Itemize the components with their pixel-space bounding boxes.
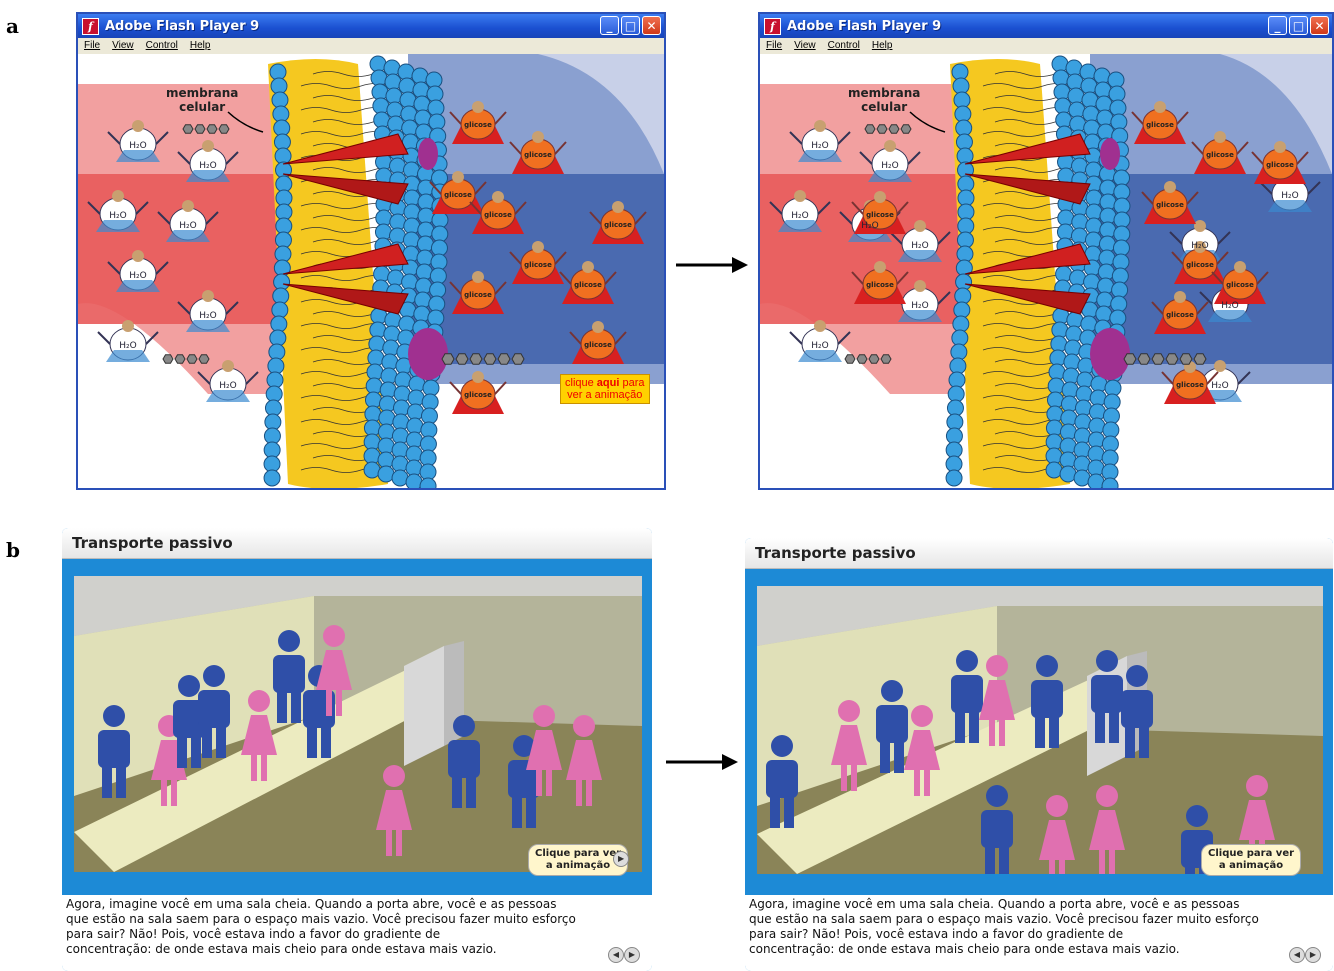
flash-window-after: f Adobe Flash Player 9 _ □ ✕ File View C… bbox=[758, 12, 1334, 490]
menu-file[interactable]: File bbox=[766, 40, 783, 51]
play-icon: ▶ bbox=[613, 851, 630, 867]
water-label: H₂O bbox=[219, 381, 236, 391]
menu-help[interactable]: Help bbox=[189, 40, 211, 51]
panel-title: Transporte passivo bbox=[755, 544, 916, 562]
water-label: H₂O bbox=[811, 141, 828, 151]
water-label: H₂O bbox=[119, 341, 136, 351]
arrow-icon bbox=[666, 754, 738, 770]
glucose-label: glicose bbox=[1266, 161, 1294, 169]
water-label: H₂O bbox=[791, 211, 808, 221]
menu-view[interactable]: View bbox=[794, 40, 816, 51]
flash-logo-icon: f bbox=[82, 17, 99, 35]
glucose-label: glicose bbox=[1176, 381, 1204, 389]
water-label: H₂O bbox=[1211, 381, 1228, 391]
explanation-text: Agora, imagine você em uma sala cheia. Q… bbox=[62, 895, 652, 971]
room-scene bbox=[757, 586, 1323, 898]
glucose-label: glicose bbox=[866, 211, 894, 219]
glucose-label: glicose bbox=[1156, 201, 1184, 209]
water-label: H₂O bbox=[129, 141, 146, 151]
panel-label-b: b bbox=[6, 538, 20, 562]
glucose-label: glicose bbox=[584, 341, 612, 349]
flash-window-before: f Adobe Flash Player 9 _ □ ✕ File View C… bbox=[76, 12, 666, 490]
menu-control[interactable]: Control bbox=[145, 40, 178, 51]
glucose-label: glicose bbox=[464, 391, 492, 399]
glucose-label: glicose bbox=[444, 191, 472, 199]
glucose-label: glicose bbox=[524, 261, 552, 269]
maximize-button[interactable]: □ bbox=[621, 16, 640, 35]
glucose-label: glicose bbox=[574, 281, 602, 289]
panel-label-a: a bbox=[6, 14, 19, 38]
glucose-label: glicose bbox=[1166, 311, 1194, 319]
water-label: H₂O bbox=[129, 271, 146, 281]
glucose-label: glicose bbox=[524, 151, 552, 159]
minimize-button[interactable]: _ bbox=[600, 16, 619, 35]
playback-controls: ◀ ▶ bbox=[608, 947, 640, 963]
menu-bar: File View Control Help bbox=[760, 38, 1332, 54]
title-bar: f Adobe Flash Player 9 _ □ ✕ bbox=[78, 14, 664, 38]
glucose-label: glicose bbox=[1226, 281, 1254, 289]
glucose-label: glicose bbox=[464, 121, 492, 129]
glucose-label: glicose bbox=[1206, 151, 1234, 159]
flash-stage: H₂O H₂O H₂O H₂O H₂O H₂O H₂O H₂O glicose glicose gl… bbox=[78, 54, 664, 488]
water-label: H₂O bbox=[199, 161, 216, 171]
glucose-label: glicose bbox=[484, 211, 512, 219]
water-label: H₂O bbox=[811, 341, 828, 351]
panel-header: Transporte passivo bbox=[745, 538, 1333, 569]
membrane-scene: H₂O H₂O H₂O H₂O H₂O H₂O H₂O H₂O glicose glicose gl… bbox=[78, 54, 664, 488]
rewind-icon[interactable]: ◀ bbox=[608, 947, 624, 963]
water-label: H₂O bbox=[911, 301, 928, 311]
menu-bar: File View Control Help bbox=[78, 38, 664, 54]
explanation-text: Agora, imagine você em uma sala cheia. Q… bbox=[745, 895, 1333, 971]
room-scene bbox=[74, 576, 642, 872]
menu-control[interactable]: Control bbox=[827, 40, 860, 51]
minimize-button[interactable]: _ bbox=[1268, 16, 1287, 35]
window-title: Adobe Flash Player 9 bbox=[105, 18, 260, 34]
membrane-scene: H₂O H₂O H₂O H₂O H₂O H₂O H₂O H₂O H₂O H₂O H₂O glicose… bbox=[760, 54, 1332, 488]
menu-view[interactable]: View bbox=[112, 40, 134, 51]
water-label: H₂O bbox=[1191, 241, 1208, 251]
menu-file[interactable]: File bbox=[84, 40, 101, 51]
menu-help[interactable]: Help bbox=[871, 40, 893, 51]
arrow-icon bbox=[676, 257, 748, 273]
flash-logo-icon: f bbox=[764, 17, 781, 35]
glucose-label: glicose bbox=[464, 291, 492, 299]
play-icon[interactable]: ▶ bbox=[1305, 947, 1321, 963]
panel-title: Transporte passivo bbox=[72, 534, 233, 552]
water-label: H₂O bbox=[109, 211, 126, 221]
water-label: H₂O bbox=[881, 161, 898, 171]
playback-controls: ◀ ▶ bbox=[1289, 947, 1321, 963]
glucose-label: glicose bbox=[604, 221, 632, 229]
glucose-label: glicose bbox=[866, 281, 894, 289]
water-label: H₂O bbox=[1221, 301, 1238, 311]
water-label: H₂O bbox=[199, 311, 216, 321]
flash-stage: H₂O H₂O H₂O H₂O H₂O H₂O H₂O H₂O H₂O H₂O H₂O glicose… bbox=[760, 54, 1332, 488]
maximize-button[interactable]: □ bbox=[1289, 16, 1308, 35]
title-bar: f Adobe Flash Player 9 _ □ ✕ bbox=[760, 14, 1332, 38]
close-button[interactable]: ✕ bbox=[642, 16, 661, 35]
window-title: Adobe Flash Player 9 bbox=[787, 18, 942, 34]
water-label: H₂O bbox=[1281, 191, 1298, 201]
glucose-label: glicose bbox=[1186, 261, 1214, 269]
glucose-label: glicose bbox=[1146, 121, 1174, 129]
water-label: H₂O bbox=[179, 221, 196, 231]
rewind-icon[interactable]: ◀ bbox=[1289, 947, 1305, 963]
water-label: H₂O bbox=[911, 241, 928, 251]
close-button[interactable]: ✕ bbox=[1310, 16, 1329, 35]
water-label: H₂O bbox=[861, 221, 878, 231]
panel-header: Transporte passivo bbox=[62, 528, 652, 559]
play-icon[interactable]: ▶ bbox=[624, 947, 640, 963]
